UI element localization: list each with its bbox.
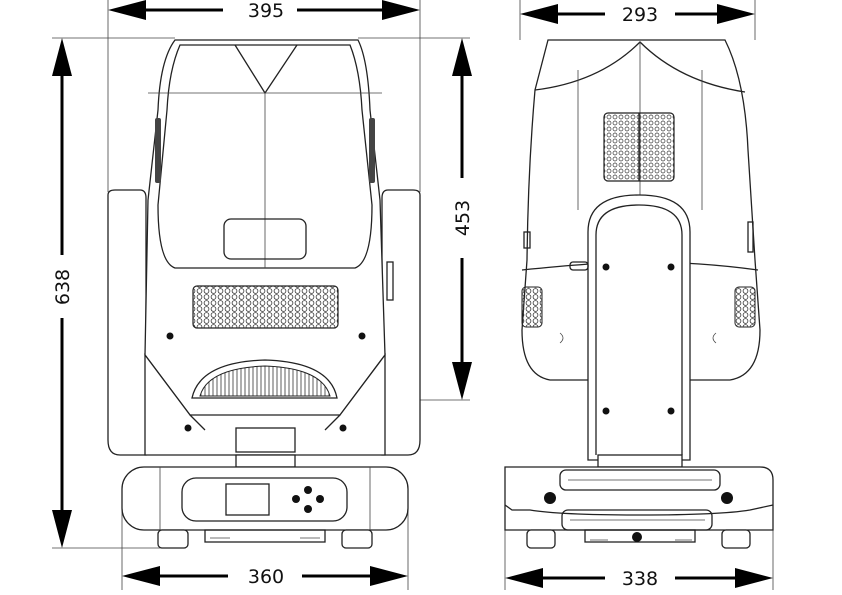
front-side-slot-left — [155, 118, 161, 183]
side-base-screw — [544, 492, 556, 504]
front-foot-left — [157, 529, 189, 549]
front-display-window — [223, 218, 307, 260]
front-lcd-screen — [225, 483, 270, 516]
side-view — [504, 0, 774, 590]
side-screw — [667, 263, 675, 271]
dimension-338: 338 — [505, 568, 773, 590]
side-screw — [602, 407, 610, 415]
side-foot-left — [526, 529, 556, 549]
dimension-label-395: 395 — [248, 0, 284, 22]
side-screw — [602, 263, 610, 271]
dimension-360: 360 — [122, 566, 408, 588]
front-control-buttons — [292, 486, 324, 513]
side-yoke-arm — [587, 194, 691, 461]
front-yoke-right — [381, 189, 421, 456]
front-side-slot-right — [369, 118, 375, 183]
dimension-293: 293 — [520, 4, 755, 26]
front-fan-housing — [191, 359, 338, 399]
front-screw — [339, 424, 347, 432]
front-screw — [166, 332, 174, 340]
dimension-395: 395 — [108, 0, 420, 22]
front-view — [52, 0, 470, 590]
dimension-453: 453 — [452, 38, 474, 400]
front-foot-right — [341, 529, 373, 549]
dimension-label-360: 360 — [248, 566, 284, 588]
front-yoke-left — [107, 189, 147, 456]
front-screw — [184, 424, 192, 432]
front-screw — [358, 332, 366, 340]
front-bracket — [204, 529, 326, 543]
front-control-panel — [181, 477, 348, 522]
side-screw — [667, 407, 675, 415]
side-foot-right — [721, 529, 751, 549]
front-side-knob — [386, 261, 394, 301]
dimension-638: 638 — [52, 38, 74, 548]
dimension-label-338: 338 — [622, 568, 658, 590]
side-grille-left — [521, 286, 543, 328]
front-neck-label — [235, 427, 296, 453]
front-fan-grille — [199, 365, 331, 397]
dimension-label-293: 293 — [622, 4, 658, 26]
front-hex-grille — [192, 285, 339, 329]
side-grille-right — [734, 286, 756, 328]
dimension-label-638: 638 — [52, 269, 74, 305]
side-vent-top — [559, 469, 721, 491]
side-base-screw — [721, 492, 733, 504]
dimension-label-453: 453 — [452, 200, 474, 236]
